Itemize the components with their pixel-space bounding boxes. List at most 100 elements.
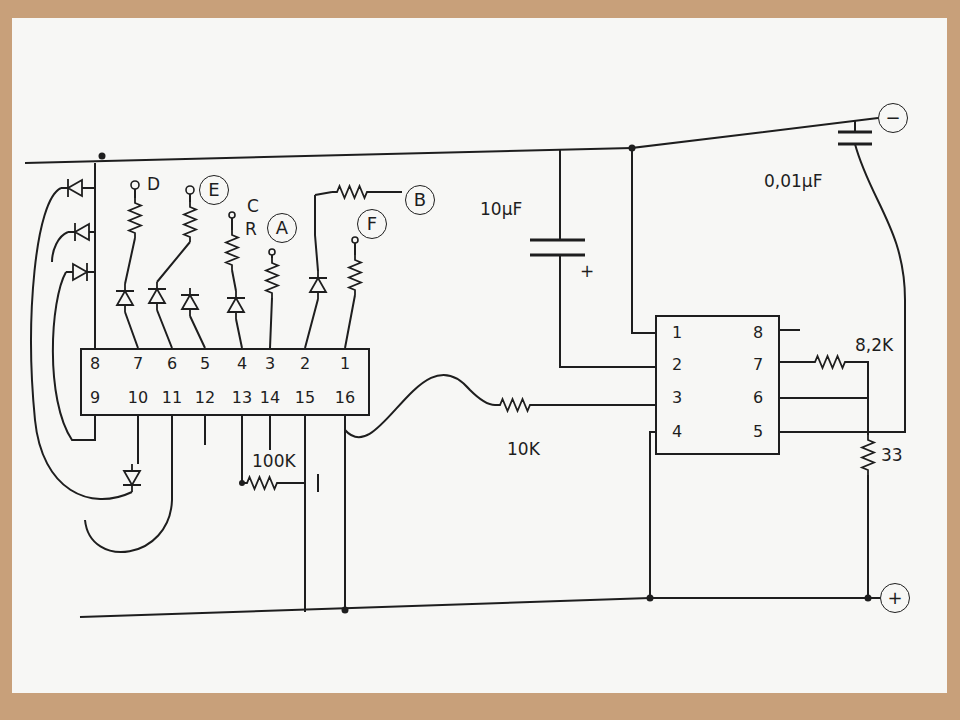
pin-number: 4: [672, 424, 682, 440]
paper-sheet: [12, 18, 947, 693]
junction-dot: [99, 153, 106, 160]
terminal-dot: [352, 237, 358, 243]
junction-dots: [99, 145, 872, 614]
wire: [780, 330, 868, 598]
component-label: 0,01µF: [762, 172, 824, 191]
component-label: 8,2K: [853, 336, 895, 355]
component-label: 10K: [505, 440, 542, 459]
wire: [305, 416, 345, 612]
resistor-symbol: [266, 258, 278, 298]
diode-symbol: [148, 282, 166, 310]
terminal-dots: [131, 181, 358, 255]
wire: [31, 188, 132, 499]
pin-number: 9: [90, 390, 100, 406]
terminal-dot: [186, 186, 194, 194]
resistor-symbol: [332, 186, 372, 198]
label-circle: B: [405, 185, 435, 215]
top-rail-wire: [25, 148, 632, 163]
node-letter: B: [414, 191, 426, 209]
pin-number: 7: [753, 357, 763, 373]
diode-symbol: [309, 271, 327, 299]
pin-number: 5: [200, 356, 210, 372]
ic-chip: 8 7 6 5 4 3 2 1 9 10 11 12 13 14 15 16: [80, 348, 370, 416]
resistor-symbol: [226, 230, 238, 270]
diode-symbol: [123, 464, 141, 492]
component-label: D: [145, 175, 162, 194]
pin-number: 3: [672, 390, 682, 406]
diode-symbol: [116, 284, 134, 312]
capacitor-symbol: [530, 240, 585, 255]
resistor-symbol: [184, 202, 196, 242]
wire: [157, 194, 190, 282]
capacitor-symbol: [305, 474, 318, 492]
component-label: 10µF: [478, 200, 524, 219]
wire: [137, 416, 139, 464]
wires: [25, 121, 905, 617]
pin-number: 6: [167, 356, 177, 372]
resistor-symbol: [810, 356, 850, 368]
pin-number: 7: [133, 356, 143, 372]
wire: [345, 243, 355, 348]
resistor-symbol: [242, 477, 282, 489]
pin-number: 11: [162, 390, 182, 406]
junction-dot: [239, 480, 245, 486]
wire-connector: [632, 118, 878, 333]
label-circle: E: [199, 175, 229, 205]
pin-number: 14: [260, 390, 280, 406]
node-letter: E: [208, 181, 219, 199]
terminal-dot: [131, 181, 139, 189]
diode-symbol: [66, 263, 94, 281]
pin-number: 8: [753, 325, 763, 341]
wire: [780, 121, 905, 432]
label-circle: A: [267, 213, 297, 243]
pin-number: 8: [90, 356, 100, 372]
pin-number: 2: [300, 356, 310, 372]
component-label: R: [243, 220, 259, 239]
pin-number: 2: [672, 357, 682, 373]
label-circle: −: [878, 103, 908, 133]
pin-number: 6: [753, 390, 763, 406]
capacitor-symbol: [838, 132, 872, 144]
wire-connector: [650, 432, 880, 598]
component-label: 100K: [250, 452, 298, 471]
wire: [315, 192, 402, 271]
pin-number: 10: [128, 390, 148, 406]
resistor-symbol: [349, 255, 361, 295]
resistor-symbol: [495, 399, 535, 411]
bottom-rail-wire: [80, 598, 650, 617]
wire: [204, 416, 206, 445]
diode-symbol: [68, 223, 96, 241]
node-letter: +: [887, 589, 902, 607]
wire: [242, 416, 305, 483]
pin-number: 12: [195, 390, 215, 406]
pin-number: 1: [672, 325, 682, 341]
component-label: +: [578, 262, 596, 281]
node-letter: A: [276, 219, 288, 237]
component-label: C: [245, 197, 261, 216]
terminal-dot: [229, 212, 235, 218]
wire: [125, 189, 135, 284]
wire: [94, 163, 96, 348]
terminal-dot: [269, 249, 275, 255]
pin-number: 3: [265, 356, 275, 372]
diode-symbol: [61, 179, 89, 197]
wire: [85, 416, 172, 552]
pin-number: 15: [295, 390, 315, 406]
junction-dot: [342, 607, 349, 614]
component-label: 33: [879, 446, 905, 465]
wire: [125, 299, 318, 348]
wire: [345, 375, 655, 437]
pin-number: 16: [335, 390, 355, 406]
diode-symbol: [181, 288, 199, 316]
pin-number: 1: [340, 356, 350, 372]
label-circle: F: [357, 209, 387, 239]
pin-number: 13: [232, 390, 252, 406]
node-letter: F: [367, 215, 377, 233]
resistor-symbol: [129, 198, 141, 238]
pin-number: 5: [753, 424, 763, 440]
pin-number: 4: [237, 356, 247, 372]
